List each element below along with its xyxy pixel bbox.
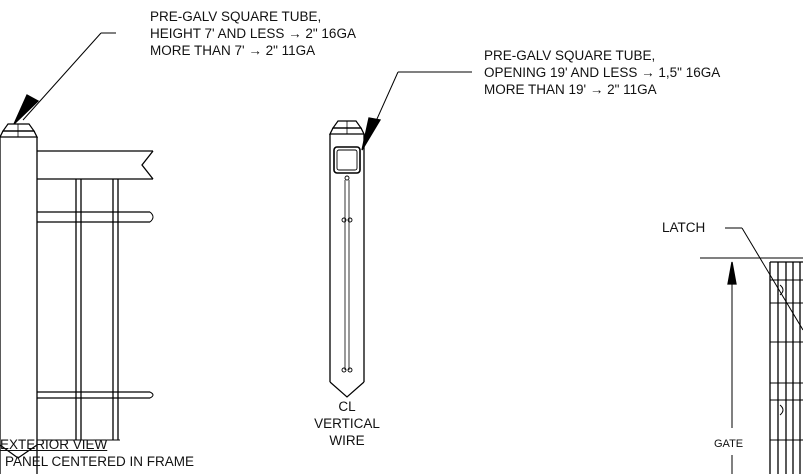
- gate-frame: [700, 258, 803, 474]
- left-leader: [14, 33, 116, 124]
- latch-label: LATCH: [662, 220, 706, 235]
- left-post: [0, 124, 37, 474]
- center-label-line1: CL: [338, 399, 356, 414]
- wire-panel: [37, 179, 153, 440]
- right-leader: [362, 72, 472, 150]
- callout-right-line2: OPENING 19' AND LESS → 1,5" 16GA: [484, 65, 721, 80]
- callout-left-line2: HEIGHT 7' AND LESS → 2" 16GA: [150, 26, 356, 41]
- view-subtitle: PANEL CENTERED IN FRAME: [5, 454, 195, 469]
- callout-left-line1: PRE-GALV SQUARE TUBE,: [150, 9, 322, 24]
- gate-label: GATE: [714, 438, 744, 450]
- center-post: [330, 121, 364, 397]
- latch-leader: [725, 228, 803, 330]
- top-rail: [37, 151, 153, 179]
- view-title: EXTERIOR VIEW: [0, 437, 108, 452]
- callout-right-line1: PRE-GALV SQUARE TUBE,: [484, 48, 656, 63]
- callout-right-line3: MORE THAN 19' → 2" 11GA: [484, 82, 657, 97]
- center-label-line2: VERTICAL: [314, 416, 380, 431]
- callout-left-line3: MORE THAN 7' → 2" 11GA: [150, 43, 316, 58]
- center-label-line3: WIRE: [329, 433, 365, 448]
